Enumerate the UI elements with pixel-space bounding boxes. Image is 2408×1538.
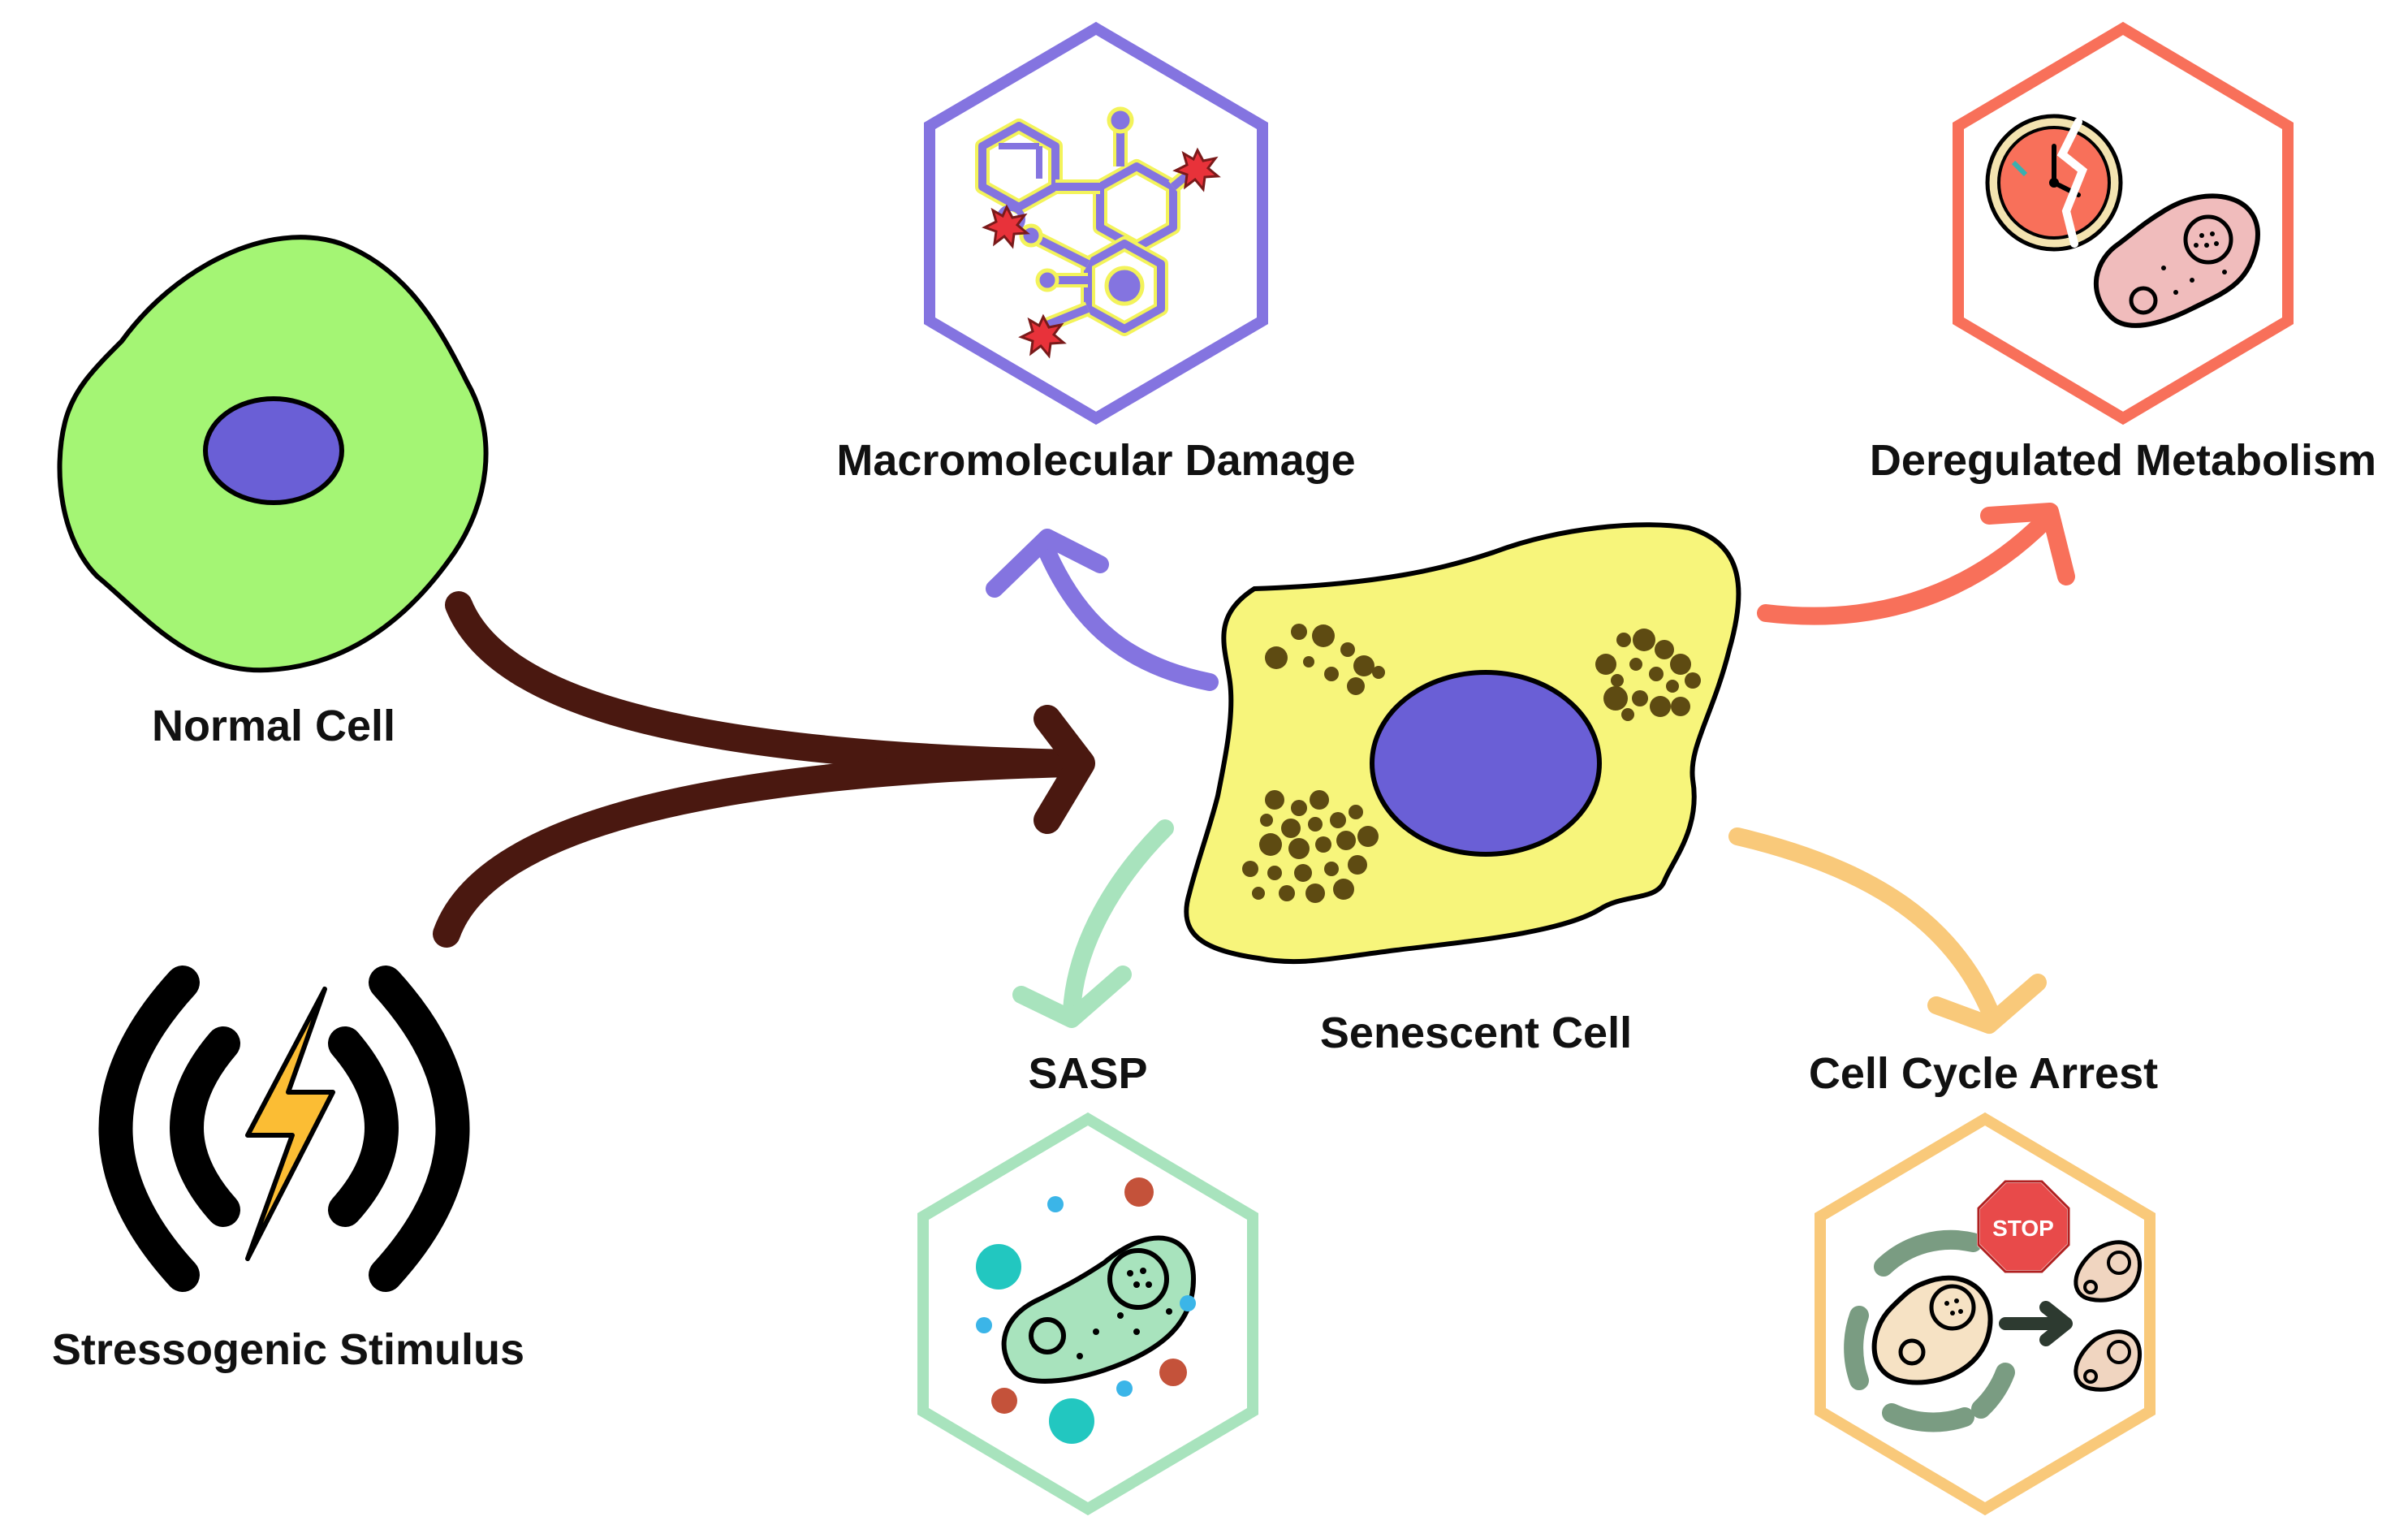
cell-cycle-arrest-label: Cell Cycle Arrest <box>1809 1049 2158 1098</box>
molecule-structure <box>975 119 1202 336</box>
normal-cell-label: Normal Cell <box>152 702 395 750</box>
deregulated-metabolism-label: Deregulated Metabolism <box>1870 436 2376 485</box>
daughter-cell-bottom-icon <box>2074 1329 2143 1392</box>
secreted-factors-icon <box>976 1177 1196 1444</box>
cycle-arrows-icon <box>1844 1229 2015 1432</box>
normal-cell-nucleus <box>203 396 344 505</box>
stimulus-arrows <box>433 591 1095 948</box>
arrow-to-macromolecular-damage <box>986 529 1219 691</box>
damaged-molecule-icon <box>924 21 1268 426</box>
arrowhead-to-senescent <box>1034 705 1095 834</box>
granules-bottom-left <box>1242 790 1379 903</box>
cell-cycle-arrest-hexagon <box>1815 1112 2156 1516</box>
molecule-nodes <box>996 106 1145 306</box>
daughter-cell-top-icon <box>2074 1240 2143 1303</box>
signal-wave-left-inner <box>170 1026 240 1227</box>
senescent-cell-icon <box>1184 522 1741 965</box>
deregulated-metabolism-hexagon <box>1953 21 2294 426</box>
stopped-cycle-icon: STOP <box>1815 1112 2156 1516</box>
secreting-cell-icon <box>917 1112 1258 1516</box>
stop-sign-icon: STOP <box>1977 1180 2070 1273</box>
macromolecular-damage-label: Macromolecular Damage <box>836 436 1355 485</box>
arrow-from-stimulus <box>433 750 1085 948</box>
progression-arrow-icon <box>1999 1301 2073 1346</box>
stress-signal-icon <box>98 966 470 1292</box>
arrow-from-normal-cell <box>445 591 1085 777</box>
broken-clock-cell-icon <box>1953 21 2294 426</box>
damage-burst-icons <box>982 147 1221 359</box>
senescent-cell-label: Senescent Cell <box>1320 1009 1632 1057</box>
granules-top-left <box>1265 624 1385 695</box>
stressed-cell-icon <box>2094 193 2260 328</box>
signal-wave-left-outer <box>98 966 200 1292</box>
sasp-label: SASP <box>1028 1049 1147 1098</box>
stop-sign-text: STOP <box>1992 1216 2054 1241</box>
lightning-bolt-icon <box>245 987 335 1261</box>
sasp-cell-vacuole <box>1029 1317 1066 1354</box>
arrow-to-deregulated-metabolism <box>1757 503 2075 625</box>
granules-top-right <box>1595 629 1701 721</box>
senescent-cell-nucleus <box>1370 670 1602 857</box>
arrow-to-cell-cycle-arrest <box>1728 827 2047 1034</box>
sasp-hexagon <box>917 1112 1258 1516</box>
broken-clock-icon <box>1985 114 2123 252</box>
normal-cell-icon <box>57 235 489 673</box>
sasp-cell-dots <box>1077 1268 1172 1359</box>
arrow-to-sasp <box>1012 819 1174 1028</box>
sasp-cell-nucleus <box>1107 1248 1169 1310</box>
macromolecular-damage-hexagon <box>924 21 1268 426</box>
sasp-cell-body <box>1001 1235 1197 1384</box>
signal-wave-right-outer <box>369 966 470 1292</box>
signal-wave-right-inner <box>328 1026 399 1227</box>
stressogenic-stimulus-label: Stressogenic Stimulus <box>52 1325 524 1374</box>
arrested-cell-icon <box>1871 1275 1993 1385</box>
